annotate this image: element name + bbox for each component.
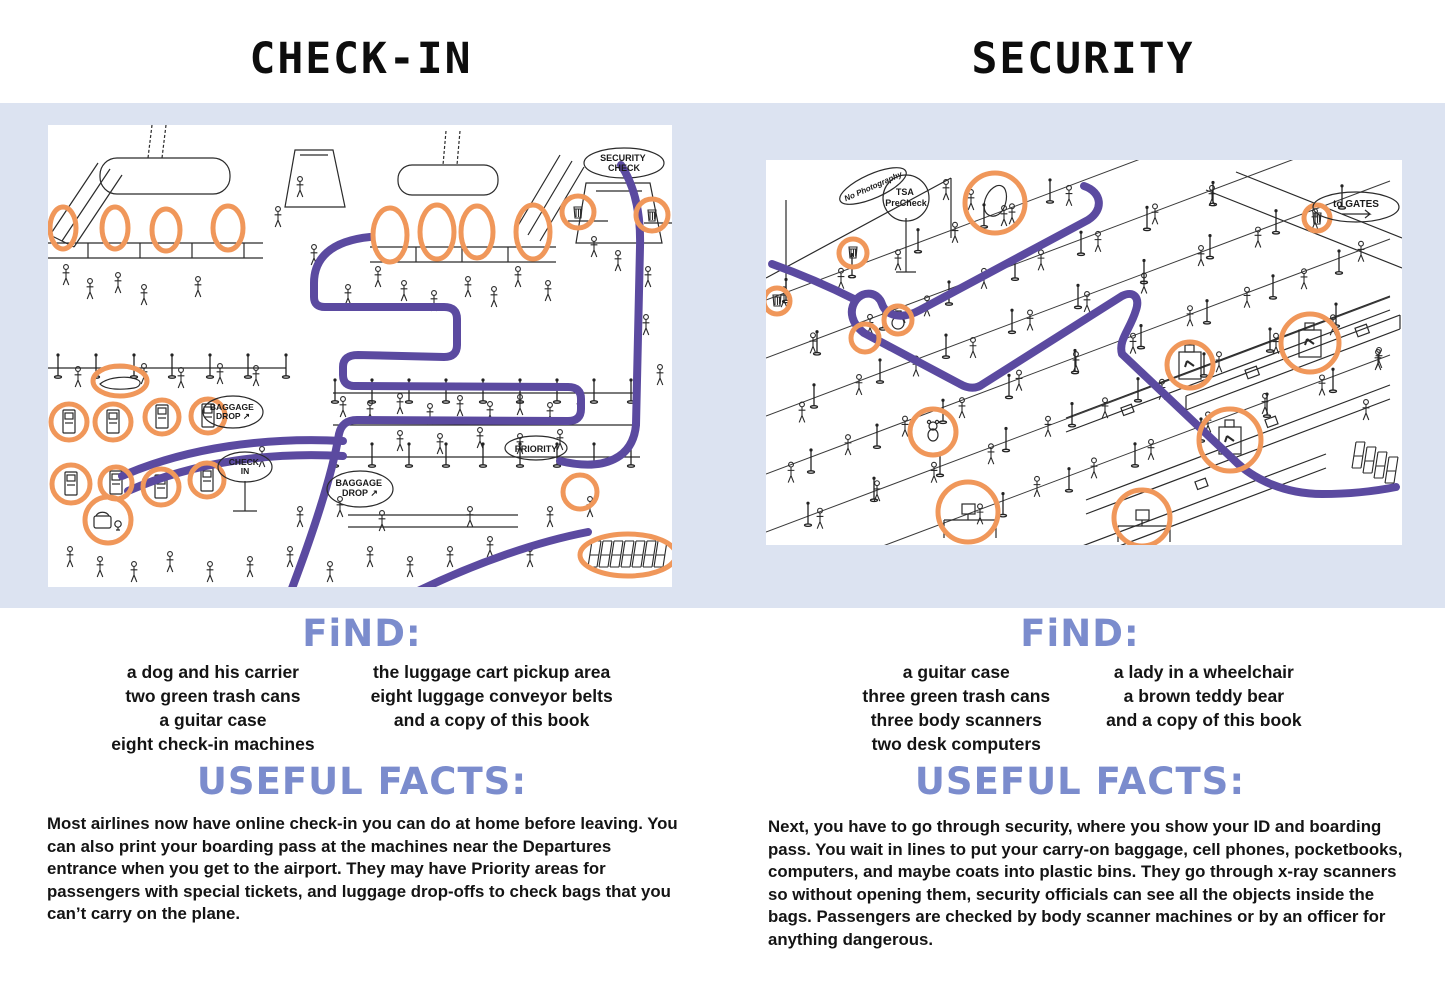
facts-paragraph-right: Next, you have to go through security, w… <box>768 817 1403 949</box>
find-item: three green trash cans <box>862 686 1051 706</box>
find-item: the luggage cart pickup area <box>372 662 611 682</box>
find-item: and a copy of this book <box>1106 710 1302 730</box>
security-check-sign: SECURITY CHECK <box>600 153 648 173</box>
page-title-checkin: CHECK-IN <box>249 34 473 84</box>
security-illustration: No Photography TSA PreCheck to GATES <box>766 160 1402 545</box>
find-item: two green trash cans <box>125 686 301 706</box>
find-item: a dog and his carrier <box>126 662 299 682</box>
find-heading-left: FiND: <box>302 612 422 655</box>
svg-text:BAGGAGE DROP ↗: BAGGAGE DROP ↗ <box>210 402 256 421</box>
find-list-left-col1: a dog and his carrier two green trash ca… <box>111 660 314 756</box>
facts-paragraph-left: Most airlines now have online check-in y… <box>47 814 678 923</box>
security-route-path <box>768 182 1400 498</box>
svg-text:CHECK IN: CHECK IN <box>229 457 262 476</box>
to-gates-sign: to GATES <box>1312 191 1400 223</box>
checkin-art-svg: SECURITY CHECK BAGGAGE DROP ↗ CHECK IN B… <box>48 125 672 587</box>
priority-sign: PRIORITY <box>504 435 568 461</box>
checkin-art-signs: SECURITY CHECK BAGGAGE DROP ↗ CHECK IN B… <box>202 153 648 508</box>
guitar-case-icon <box>99 376 141 390</box>
tsa-precheck-sign: TSA PreCheck <box>882 174 930 222</box>
find-item: a lady in a wheelchair <box>1113 662 1294 682</box>
checkin-find-items <box>62 206 657 531</box>
check-in-sign: CHECK IN <box>217 451 273 483</box>
page-title-security: SECURITY <box>971 34 1195 84</box>
security-art-svg: No Photography TSA PreCheck to GATES <box>766 160 1402 545</box>
find-heading-right: FiND: <box>1020 612 1140 655</box>
find-list-right-col1: a guitar case three green trash cans thr… <box>862 660 1050 756</box>
checkin-find-markers <box>48 193 672 579</box>
svg-text:TSA PreCheck: TSA PreCheck <box>885 187 928 208</box>
guitar-case-icon <box>983 184 1008 217</box>
svg-text:BAGGAGE DROP ↗: BAGGAGE DROP ↗ <box>335 478 384 498</box>
facts-heading-right: USEFUL FACTS: <box>914 760 1246 803</box>
find-item: and a copy of this book <box>393 710 590 730</box>
find-item: three body scanners <box>870 710 1042 730</box>
luggage-cart-stack <box>587 540 668 568</box>
baggage-drop-sign-1: BAGGAGE DROP ↗ <box>202 395 264 429</box>
dog-carrier-icon <box>93 511 122 531</box>
facts-heading-left: USEFUL FACTS: <box>196 760 528 803</box>
find-list-left-col2: the luggage cart pickup area eight lugga… <box>371 660 613 756</box>
find-item: eight luggage conveyor belts <box>370 686 613 706</box>
checkin-illustration: SECURITY CHECK BAGGAGE DROP ↗ CHECK IN B… <box>48 125 672 587</box>
find-item: a guitar case <box>159 710 267 730</box>
gates-cart-stack <box>1351 441 1399 484</box>
find-item: two desk computers <box>871 734 1041 754</box>
svg-text:PRIORITY: PRIORITY <box>515 444 558 454</box>
find-list-left: a dog and his carrier two green trash ca… <box>32 660 692 756</box>
find-list-right: a guitar case three green trash cans thr… <box>752 660 1412 756</box>
find-list-right-col2: a lady in a wheelchair a brown teddy bea… <box>1106 660 1301 756</box>
find-item: eight check-in machines <box>111 734 315 754</box>
checkin-route-path <box>118 161 645 587</box>
find-item: a guitar case <box>902 662 1010 682</box>
find-item: a brown teddy bear <box>1123 686 1285 706</box>
security-find-markers <box>766 170 1342 545</box>
baggage-drop-sign-2: BAGGAGE DROP ↗ <box>326 470 394 508</box>
svg-text:to GATES: to GATES <box>1333 199 1379 210</box>
teddy-bear-icon <box>926 419 940 442</box>
